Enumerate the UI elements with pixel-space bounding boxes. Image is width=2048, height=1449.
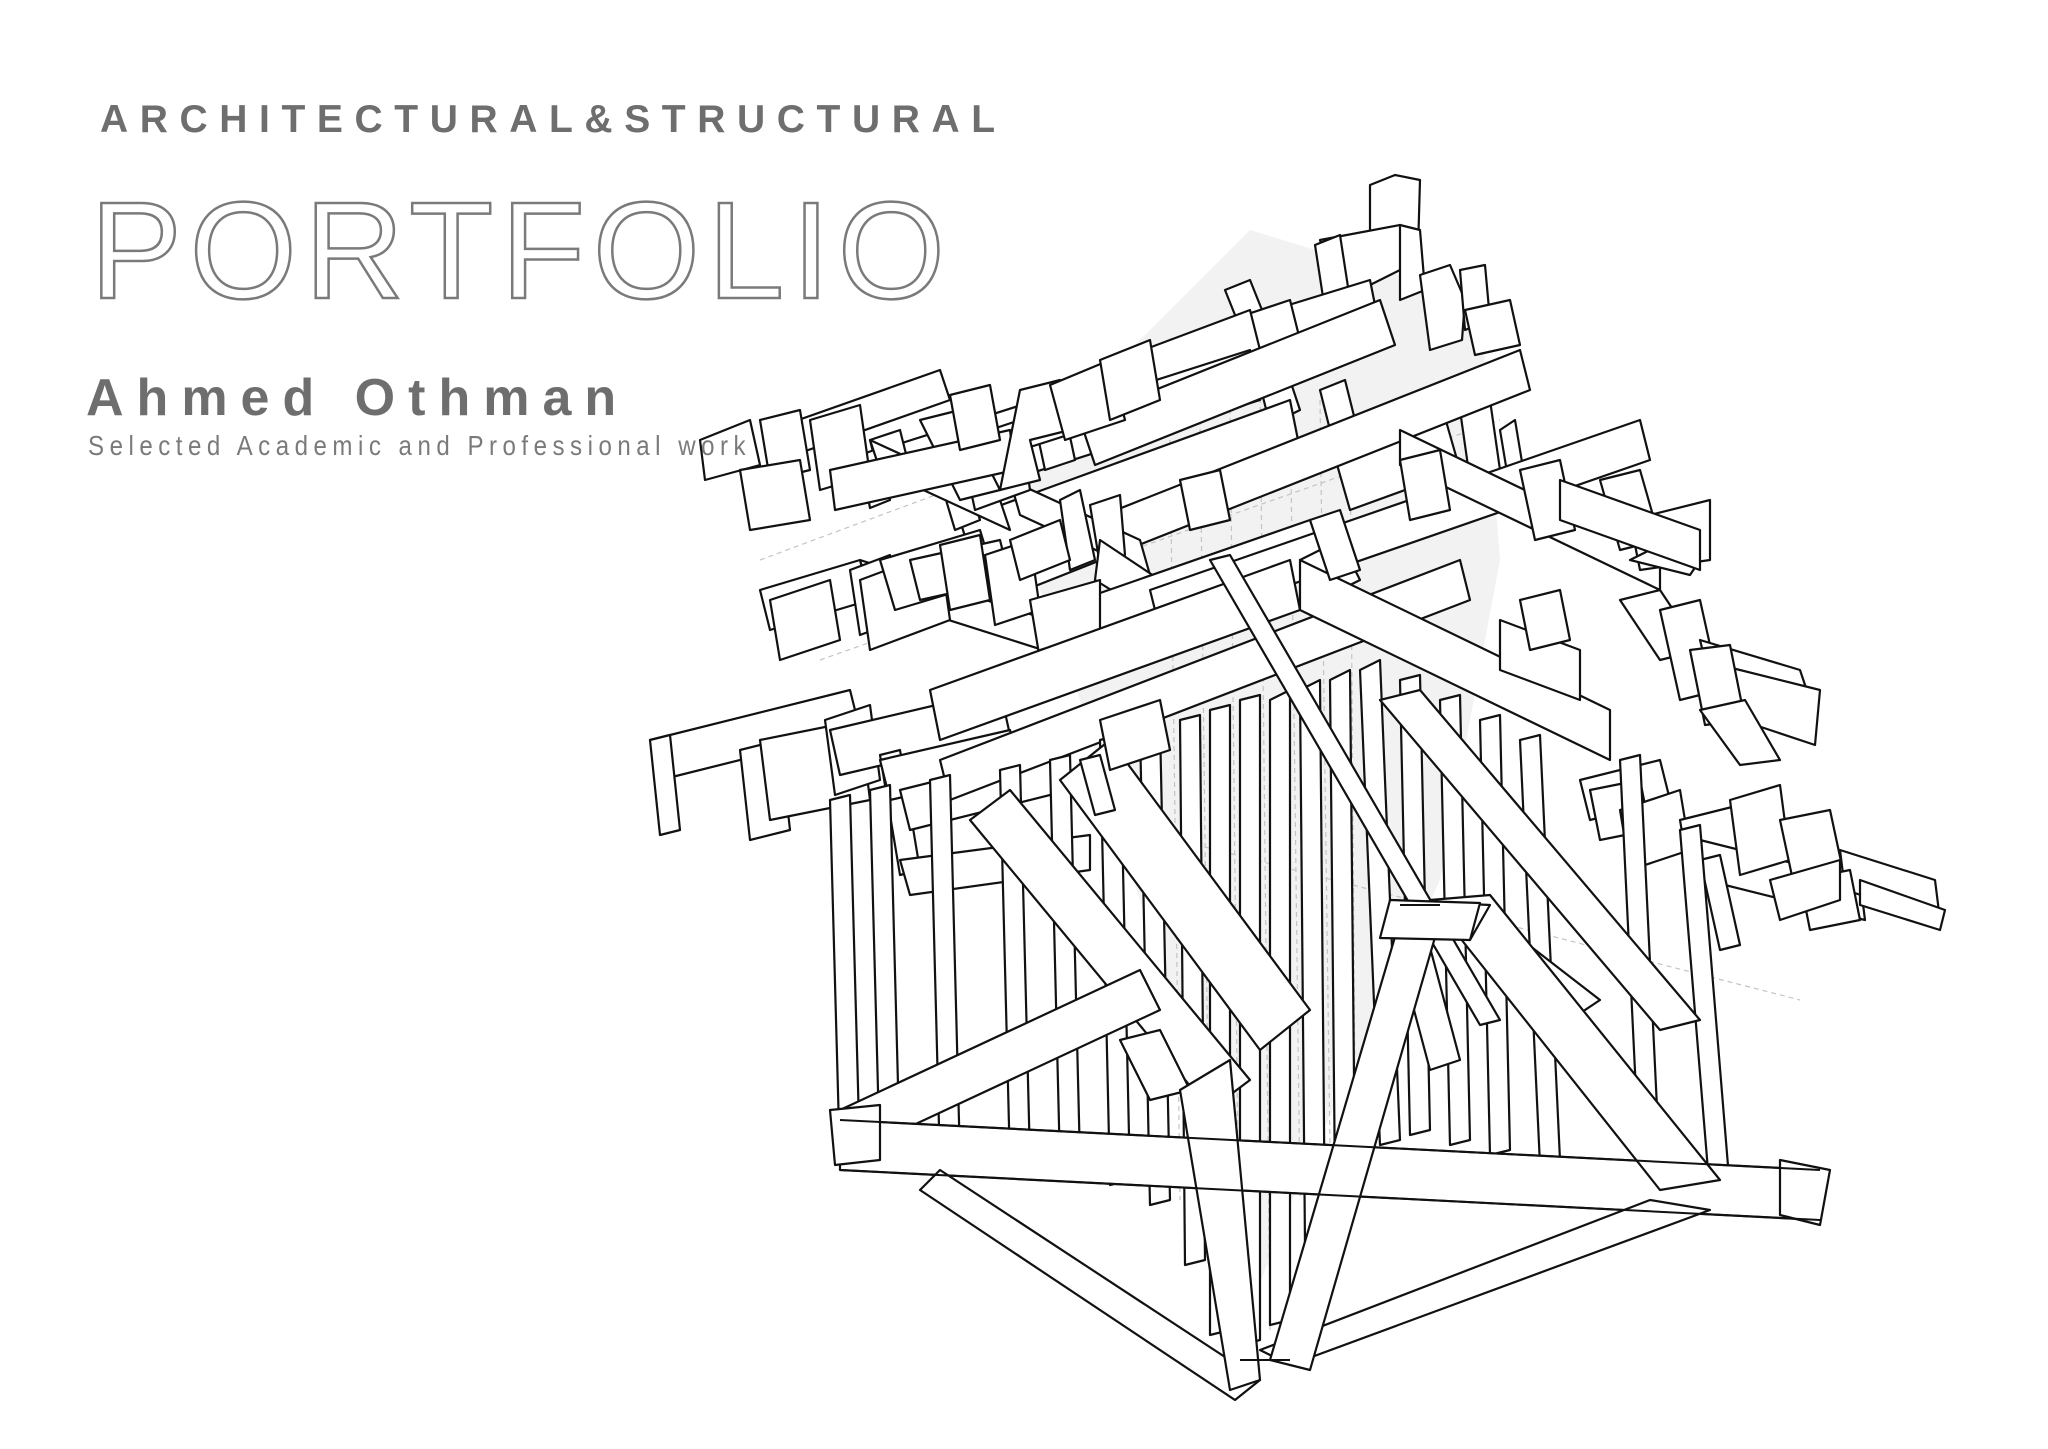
timber-beam bbox=[648, 733, 682, 837]
timber-beam bbox=[1098, 698, 1172, 772]
timber-beam bbox=[1008, 518, 1072, 582]
timber-beam bbox=[1858, 878, 1947, 932]
timber-beam bbox=[1078, 298, 1397, 467]
cover-kicker: ARCHITECTURAL&STRUCTURAL bbox=[100, 98, 1007, 141]
timber-beam bbox=[1178, 1058, 1262, 1392]
timber-beam bbox=[828, 1103, 882, 1167]
timber-beam bbox=[938, 533, 992, 612]
author-name: Ahmed Othman bbox=[86, 369, 630, 427]
edge-layer bbox=[839, 904, 1821, 1361]
timber-beam bbox=[1518, 588, 1572, 652]
hidden-line bbox=[1289, 389, 1301, 1201]
timber-beam bbox=[1058, 738, 1312, 1052]
timber-beam bbox=[1398, 448, 1452, 522]
timber-beam bbox=[738, 458, 812, 532]
timber-beam bbox=[918, 1168, 1262, 1402]
timber-beam bbox=[1178, 468, 1232, 532]
timber-beam bbox=[1378, 898, 1482, 942]
timber-beam bbox=[1048, 753, 1082, 1167]
timber-beam bbox=[1698, 853, 1742, 952]
timber-beam bbox=[1778, 1158, 1832, 1227]
timber-beam bbox=[1428, 893, 1722, 1192]
beam-edge bbox=[839, 1119, 1821, 1171]
timber-beam bbox=[1308, 508, 1362, 582]
timber-beam bbox=[1463, 298, 1522, 357]
timber-beam bbox=[1378, 688, 1702, 1032]
cover-title-text: PORTFOLIO bbox=[90, 180, 945, 310]
timber-beam bbox=[1078, 753, 1117, 817]
timber-beam bbox=[1768, 858, 1842, 922]
cover-subtitle: Selected Academic and Professional work bbox=[88, 430, 752, 461]
timber-beam bbox=[1558, 478, 1702, 572]
timber-beam bbox=[1728, 783, 1792, 877]
timber-beam bbox=[948, 383, 1002, 452]
cover-title: PORTFOLIO bbox=[90, 180, 946, 310]
hidden-line bbox=[1229, 399, 1241, 1361]
timber-beam bbox=[1698, 698, 1782, 767]
timber-beam bbox=[698, 418, 762, 482]
beam-edge bbox=[839, 1169, 1821, 1221]
timber-beam-layer bbox=[648, 173, 1947, 1402]
timber-beam bbox=[1098, 338, 1162, 422]
hidden-line bbox=[1319, 399, 1331, 1151]
timber-beam bbox=[768, 578, 842, 662]
